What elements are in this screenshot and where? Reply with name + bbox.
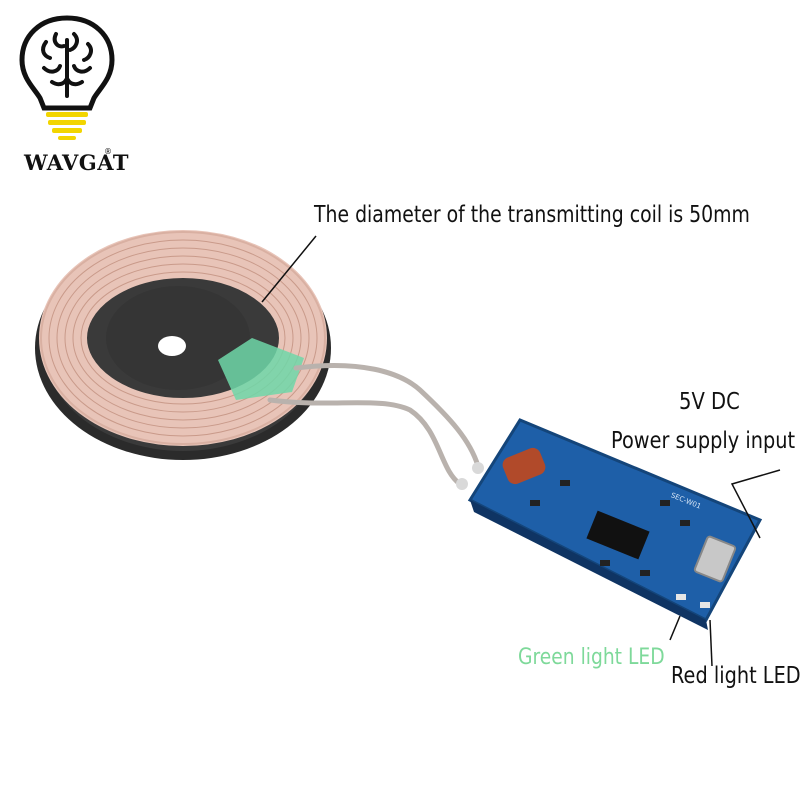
brain-lightbulb-icon bbox=[19, 15, 115, 140]
registered-mark: ® bbox=[104, 147, 112, 156]
dc-voltage-label: 5V DC bbox=[679, 389, 740, 415]
power-input-label: Power supply input bbox=[611, 428, 796, 454]
transmitting-coil bbox=[35, 230, 331, 460]
brand-name: WAVGAT bbox=[24, 150, 130, 175]
transmitter-pcb bbox=[456, 418, 763, 630]
annotation-pointer-lines bbox=[261, 235, 781, 667]
red-led-label: Red light LED bbox=[671, 663, 800, 689]
green-led-label: Green light LED bbox=[518, 645, 665, 670]
coil-diameter-label: The diameter of the transmitting coil is… bbox=[314, 202, 750, 228]
coil-lead-wires bbox=[267, 363, 481, 487]
